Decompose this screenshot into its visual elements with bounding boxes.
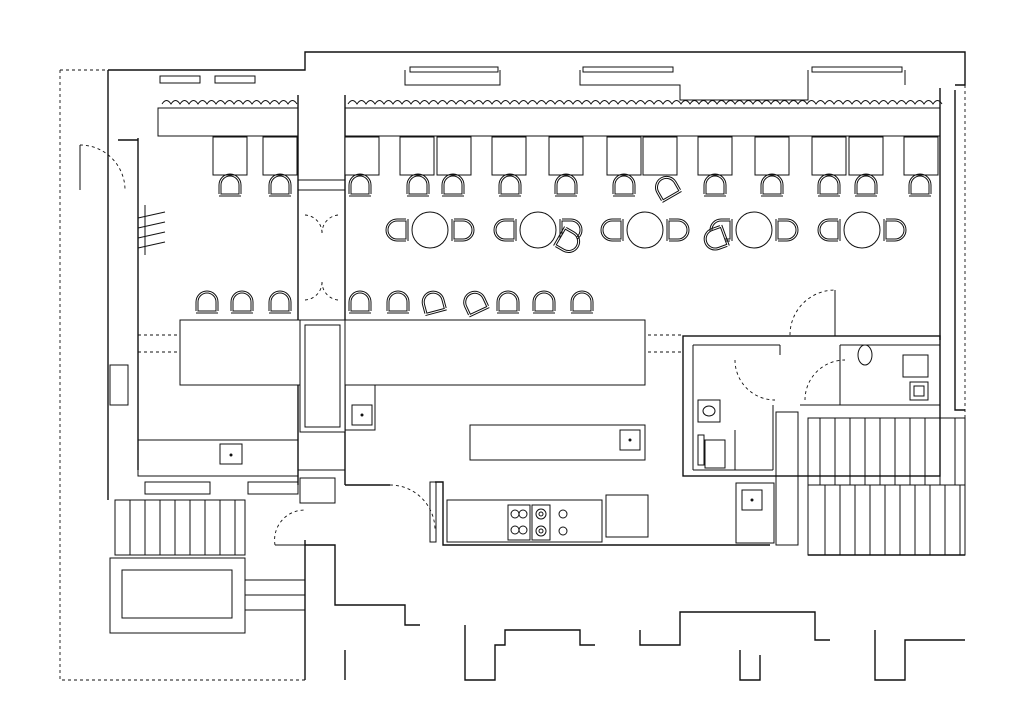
- chair: [406, 173, 430, 197]
- entrance-steps: [109, 499, 305, 634]
- chair: [703, 173, 727, 197]
- square-table: [606, 136, 642, 176]
- square-table: [262, 136, 298, 176]
- chair: [532, 290, 556, 314]
- chair: [817, 173, 841, 197]
- round-table: [519, 211, 557, 249]
- chair: [817, 218, 841, 242]
- square-table: [491, 136, 527, 176]
- chair: [854, 173, 878, 197]
- passage-doors: [299, 214, 339, 504]
- chair: [421, 290, 447, 317]
- square-table: [697, 136, 733, 176]
- side-door-left: [79, 144, 126, 191]
- lounge-counter: [137, 439, 299, 495]
- chair: [612, 173, 636, 197]
- staircase: [775, 411, 966, 556]
- square-table: [811, 136, 847, 176]
- square-table: [436, 136, 472, 176]
- square-table: [903, 136, 939, 176]
- square-table: [754, 136, 790, 176]
- chair: [703, 224, 730, 251]
- square-table: [212, 136, 248, 176]
- square-tables: [212, 136, 939, 176]
- chair: [666, 218, 690, 242]
- round-table: [735, 211, 773, 249]
- front-curtain-right: [347, 100, 943, 105]
- coat-rack: [137, 205, 166, 255]
- chair: [451, 218, 475, 242]
- square-table: [848, 136, 884, 176]
- chair: [493, 218, 517, 242]
- chair: [775, 218, 799, 242]
- square-table: [548, 136, 584, 176]
- chairs-front-row: [218, 173, 932, 203]
- chair: [386, 290, 410, 314]
- front-curtain-left: [161, 100, 298, 105]
- square-table: [399, 136, 435, 176]
- kitchen: [345, 424, 775, 546]
- square-table: [344, 136, 380, 176]
- front-bench: [157, 107, 941, 137]
- chair: [385, 218, 409, 242]
- bar-counter: [138, 319, 683, 433]
- square-table: [642, 136, 678, 176]
- chair: [496, 290, 520, 314]
- chair: [554, 173, 578, 197]
- chair: [760, 173, 784, 197]
- chair: [218, 173, 242, 197]
- chair: [441, 173, 465, 197]
- chair: [908, 173, 932, 197]
- chair: [553, 226, 581, 253]
- chair: [195, 290, 219, 314]
- chair: [230, 290, 254, 314]
- round-table: [843, 211, 881, 249]
- bar-stools: [195, 290, 594, 318]
- chair: [268, 173, 292, 197]
- chair: [498, 173, 522, 197]
- chair: [570, 290, 594, 314]
- restroom: [682, 289, 941, 477]
- chair: [883, 218, 907, 242]
- front-windows: [159, 66, 906, 101]
- chair: [463, 290, 490, 318]
- chair: [655, 175, 682, 203]
- round-tables: [385, 211, 907, 253]
- chair: [600, 218, 624, 242]
- chair: [348, 173, 372, 197]
- round-table: [626, 211, 664, 249]
- entrance-door: [274, 509, 306, 546]
- chair: [268, 290, 292, 314]
- round-table: [411, 211, 449, 249]
- chair: [348, 290, 372, 314]
